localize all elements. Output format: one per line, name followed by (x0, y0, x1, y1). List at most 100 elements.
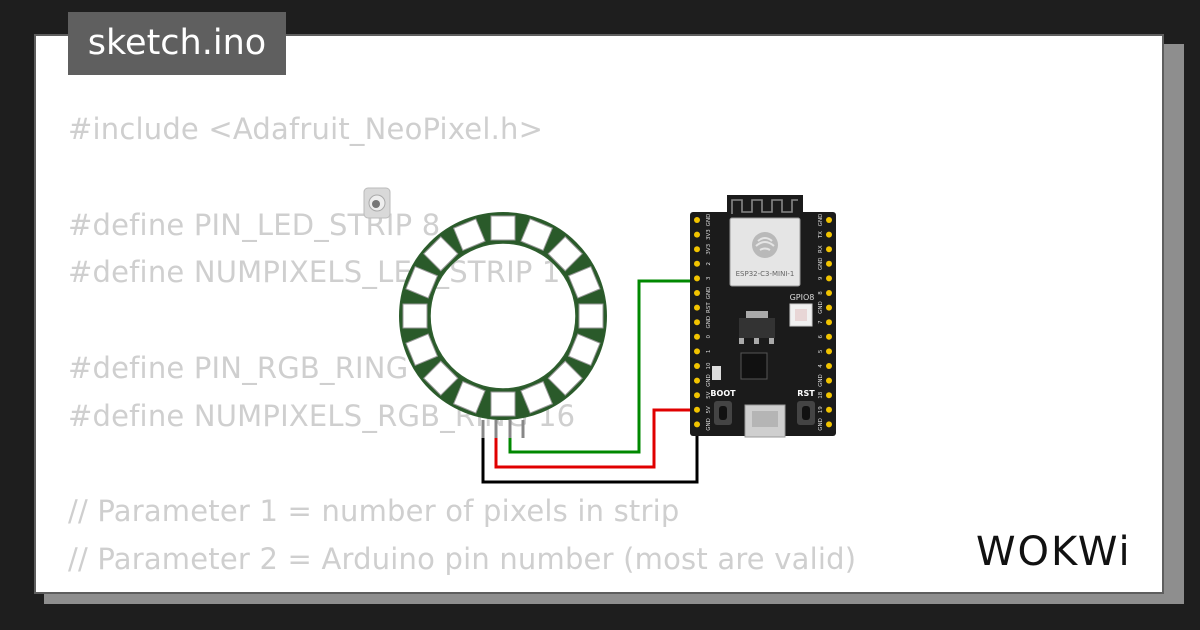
pin-label: 6 (818, 335, 824, 339)
pin[interactable] (826, 231, 832, 238)
wires (481, 279, 699, 484)
pin[interactable] (694, 275, 700, 282)
ring-led (520, 218, 554, 252)
pin-label: GND (706, 418, 712, 431)
module-label: ESP32-C3-MINI-1 (736, 270, 795, 278)
pin[interactable] (694, 260, 700, 267)
pin[interactable] (826, 348, 832, 355)
pin[interactable] (826, 406, 832, 413)
pin-label: 5V (706, 391, 712, 398)
pin[interactable] (694, 319, 700, 326)
pin-label: 2 (706, 262, 712, 266)
code-line: #include <Adafruit_NeoPixel.h> (68, 112, 544, 146)
pin[interactable] (694, 377, 700, 384)
code-listing: #include <Adafruit_NeoPixel.h> #define PI… (68, 106, 928, 592)
boot-label: BOOT (710, 389, 736, 398)
pin-label: 4 (818, 364, 824, 368)
gpio8-label: GPIO8 (790, 293, 815, 302)
pin-label: RST (706, 302, 712, 313)
ring-led (405, 333, 439, 367)
pin-label: GND (818, 374, 824, 387)
code-line: #define PIN_RGB_RING 3 (68, 350, 437, 385)
pin-label: GND (706, 316, 712, 329)
code-line: #define NUMPIXELS_LED_STRIP 1 (68, 255, 561, 290)
ring-led (567, 265, 601, 299)
ring-led (452, 218, 486, 252)
ring-led (547, 360, 583, 396)
ring-led (520, 380, 554, 414)
pin-label: 3V3 (706, 229, 712, 240)
pin[interactable] (694, 217, 700, 223)
code-line: // Parameter 2 = Arduino pin number (mos… (68, 542, 857, 577)
pin-label: GND (818, 301, 824, 314)
pin[interactable] (826, 319, 832, 326)
rst-label: RST (797, 389, 815, 398)
pin-label: 5V (706, 406, 712, 413)
pin[interactable] (826, 304, 832, 311)
ring-led (567, 333, 601, 367)
pin-label: 5 (818, 349, 824, 353)
ring-led (402, 303, 428, 329)
pin[interactable] (694, 421, 700, 428)
ring-led (423, 236, 459, 272)
neopixel-led[interactable] (363, 187, 391, 219)
pin-label: 3V3 (706, 243, 712, 254)
pin[interactable] (694, 363, 700, 369)
pin-label: 18 (818, 391, 824, 398)
code-line: #define PIN_LED_STRIP 8 (68, 207, 441, 242)
ring-led (405, 265, 439, 299)
pin-label: 8 (818, 291, 824, 295)
pin-label: 10 (706, 362, 712, 369)
pin-label: 3 (706, 276, 712, 280)
pin[interactable] (826, 260, 832, 267)
pin-label: GND (706, 287, 712, 300)
pin[interactable] (826, 377, 832, 384)
code-line: #define NUMPIXELS_RGB_RING 16 (68, 398, 576, 433)
signal-wire (508, 279, 697, 454)
pin[interactable] (826, 290, 832, 296)
pin[interactable] (694, 304, 700, 311)
pin-label: RX (818, 245, 824, 253)
file-title-tab[interactable]: sketch.ino (68, 12, 286, 75)
pin[interactable] (826, 363, 832, 369)
pin-label: 9 (818, 276, 824, 280)
wokwi-logo-text: WOKWi (976, 529, 1132, 575)
pin[interactable] (826, 246, 832, 253)
pin[interactable] (826, 421, 832, 428)
pin-label: 1 (706, 350, 712, 354)
ring-led (423, 360, 459, 396)
pin[interactable] (826, 333, 832, 340)
pin[interactable] (694, 290, 700, 296)
pin[interactable] (694, 392, 700, 399)
pin-label: GND (706, 214, 712, 227)
pin[interactable] (694, 348, 700, 355)
esp32-c3-board[interactable]: ESP32-C3-MINI-1 GPIO8 BOOT RST GND 3V3 3V3… (690, 195, 836, 438)
pin-label: GND (706, 374, 712, 387)
code-line: // Parameter 1 = number of pixels in str… (68, 494, 680, 529)
pin[interactable] (694, 406, 700, 413)
pin-label: 19 (818, 406, 824, 413)
ring-led (490, 391, 516, 417)
pin-label: TX (818, 231, 824, 239)
pin[interactable] (694, 231, 700, 238)
ring-led (578, 303, 604, 329)
pin[interactable] (826, 392, 832, 399)
pin[interactable] (694, 333, 700, 340)
ground-wire (481, 426, 699, 484)
pin-label: 0 (706, 335, 712, 339)
pin-label: 7 (818, 320, 824, 324)
pin-label: GND (818, 257, 824, 270)
pin[interactable] (694, 246, 700, 253)
ring-led (452, 380, 486, 414)
pin[interactable] (826, 275, 832, 282)
wokwi-logo: WOKWi (976, 526, 1152, 578)
ring-led (490, 215, 516, 241)
pin-label: GND (818, 214, 824, 227)
ring-leds (402, 215, 604, 417)
neopixel-ring[interactable] (399, 212, 607, 438)
pin[interactable] (826, 217, 832, 223)
pin-label: GND (818, 418, 824, 431)
code-line: // Parameter 3 = pixel type flags, add t… (68, 584, 928, 592)
